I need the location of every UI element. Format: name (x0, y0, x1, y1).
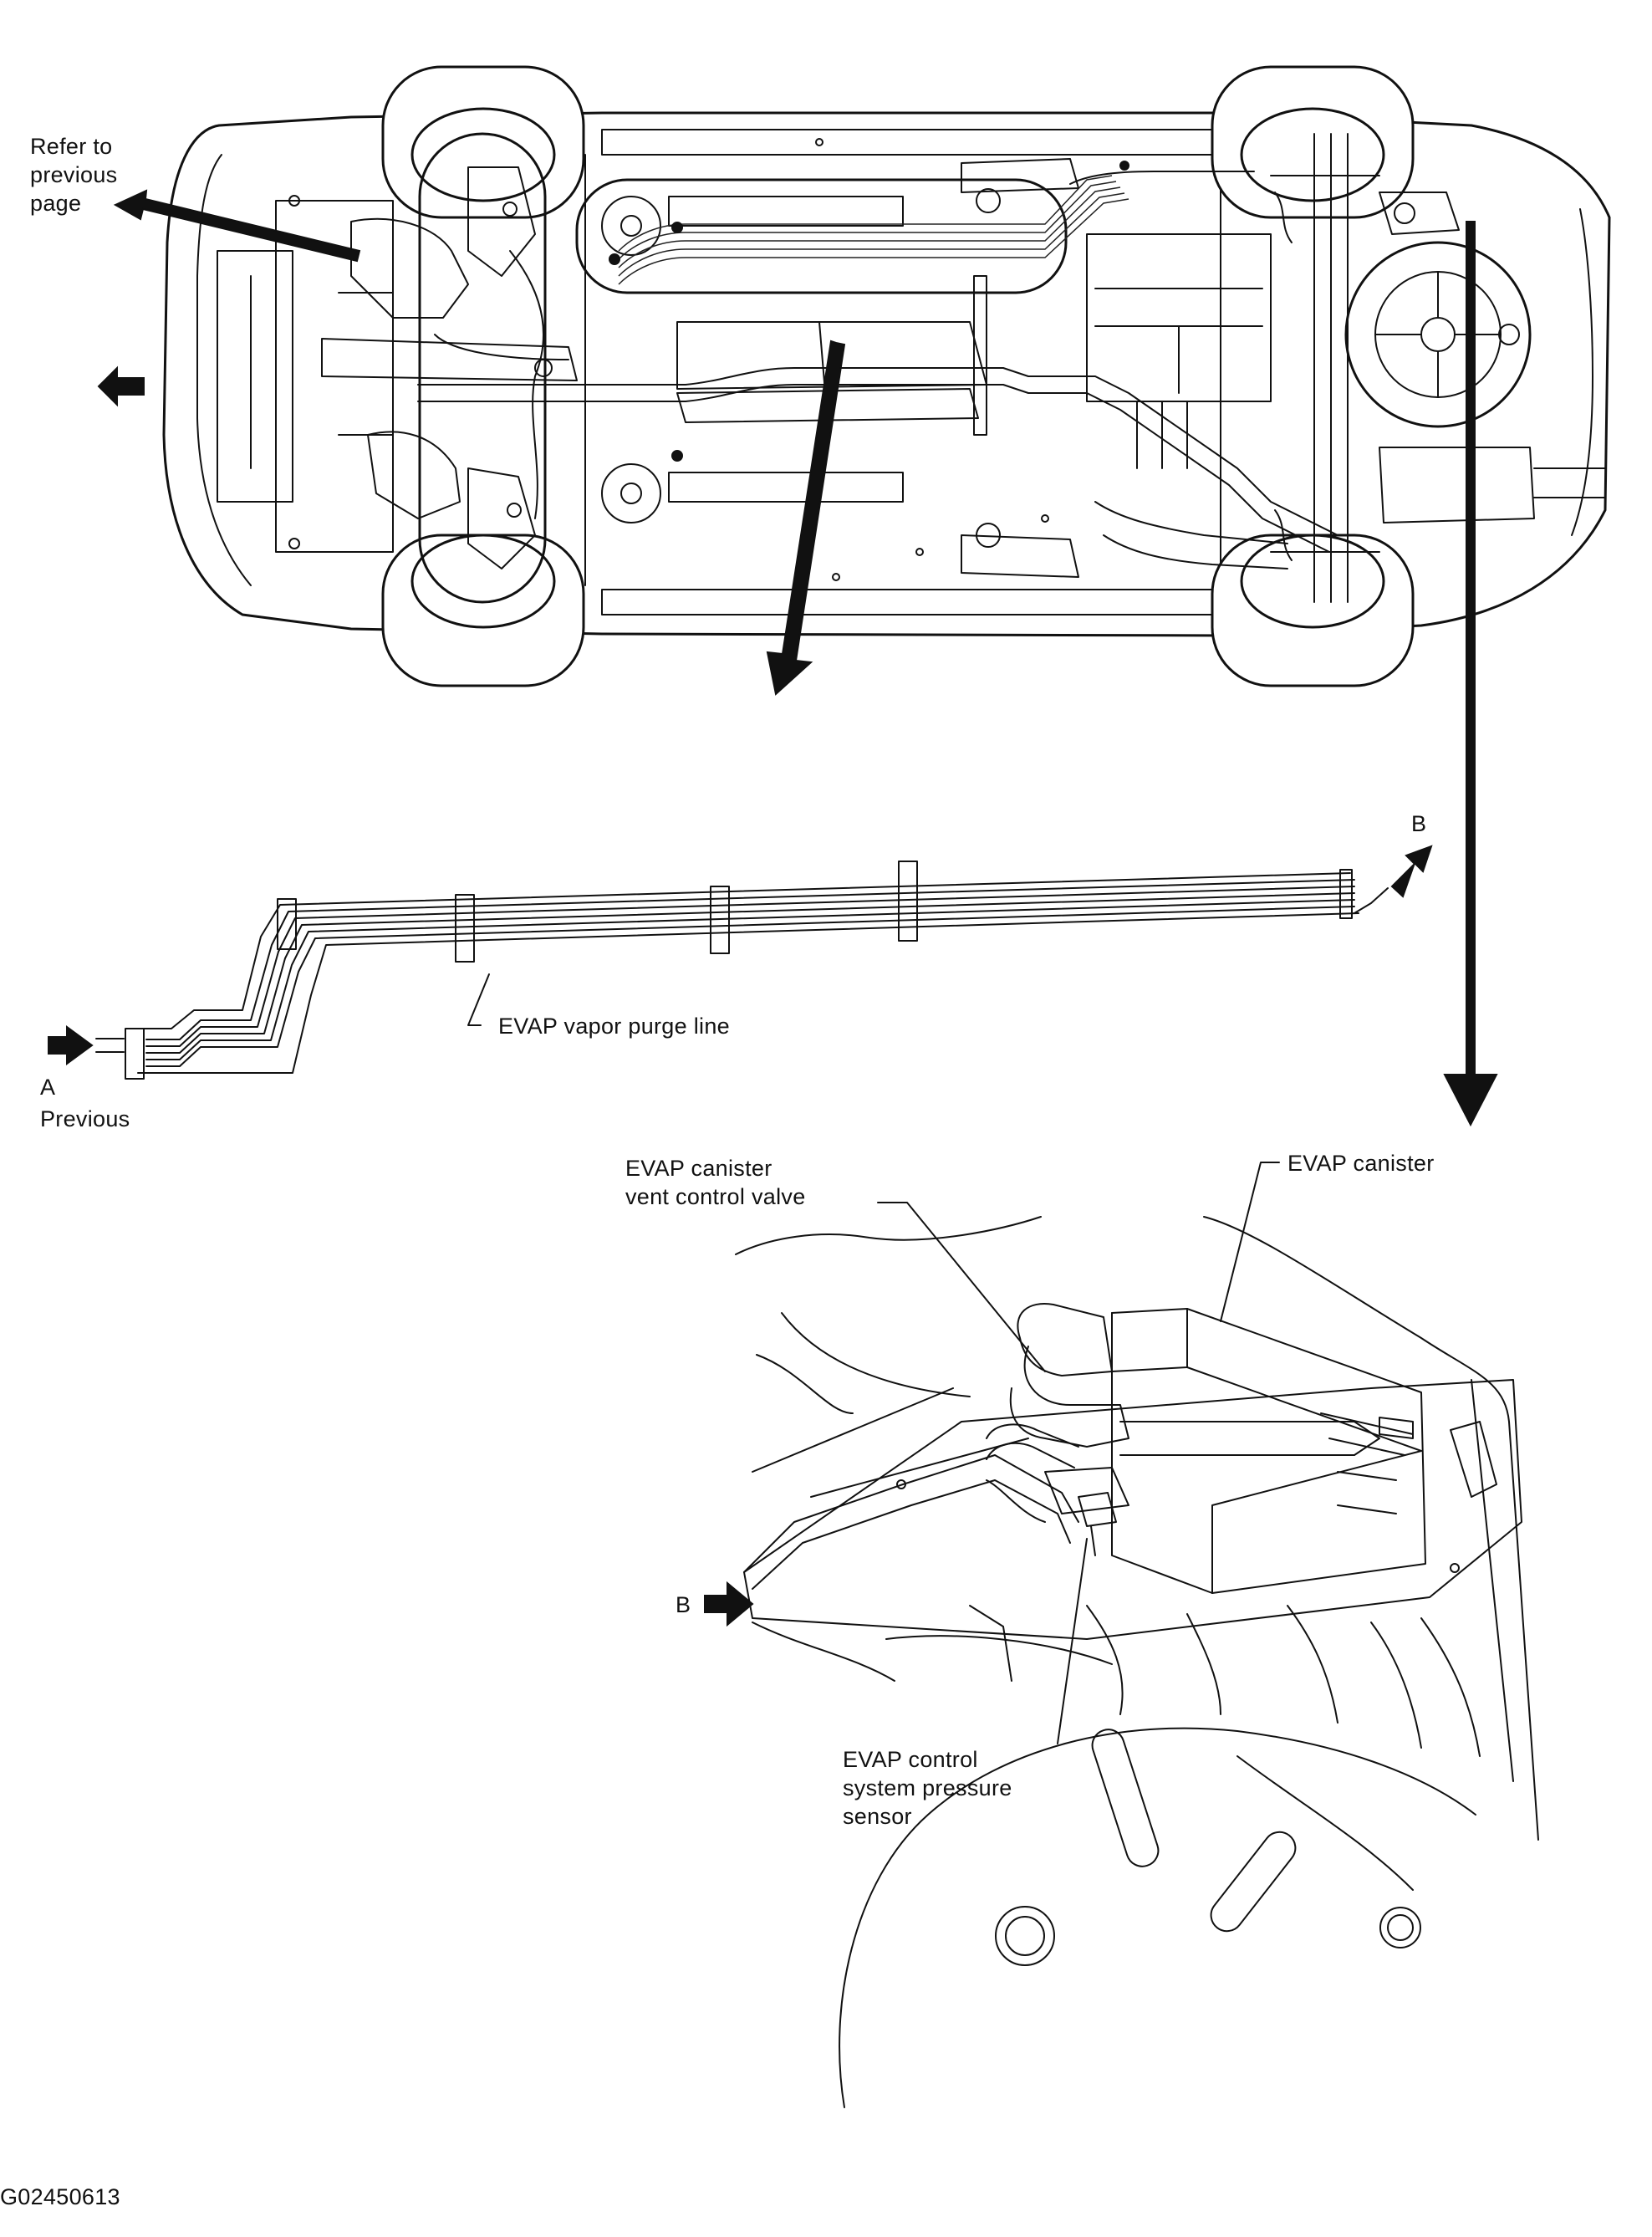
point-a-arrow (48, 1025, 94, 1065)
fuel-tank (1086, 233, 1272, 402)
point-b-in-arrow (704, 1581, 754, 1627)
rear-left-wheel (1211, 65, 1415, 219)
refer-previous-label: Refer to previous page (30, 134, 118, 216)
point-b-top-label: B (1411, 811, 1427, 836)
previous-label: Previous (40, 1106, 130, 1131)
rear-right-wheel (1211, 534, 1415, 687)
purge-line-detail (48, 845, 1433, 1080)
front-right-wheel (381, 534, 585, 687)
front-left-wheel (381, 65, 585, 219)
point-b-bottom-label: B (676, 1592, 691, 1617)
vehicle-underside-view (97, 65, 1611, 1127)
refer-previous-arrow (113, 189, 361, 263)
purge-line-pointer-arrow (766, 340, 846, 696)
vent-valve-label: EVAP canister vent control valve (625, 1156, 806, 1209)
point-a-label: A (40, 1075, 56, 1100)
evap-canister (1111, 1308, 1426, 1594)
canister-pointer-arrow (1443, 221, 1498, 1127)
vent-control-valve (1017, 1303, 1113, 1376)
figure-code: G02450613 (0, 2184, 120, 2209)
purge-line-highlight (575, 178, 1068, 294)
pressure-sensor (1078, 1492, 1117, 1527)
canister-label: EVAP canister (1287, 1151, 1435, 1176)
drain-hole-right (1379, 1907, 1421, 1948)
point-b-out-arrow (1390, 845, 1433, 898)
rear-tire (839, 1727, 1476, 2108)
drain-hole-left (995, 1906, 1055, 1966)
purge-line-label: EVAP vapor purge line (498, 1014, 730, 1039)
front-suspension-highlight (418, 132, 547, 604)
canister-detail (704, 1162, 1539, 2108)
spare-tire (1344, 241, 1532, 428)
pressure-sensor-label: EVAP control system pressure sensor (843, 1747, 1012, 1829)
front-direction-arrow (97, 365, 145, 407)
